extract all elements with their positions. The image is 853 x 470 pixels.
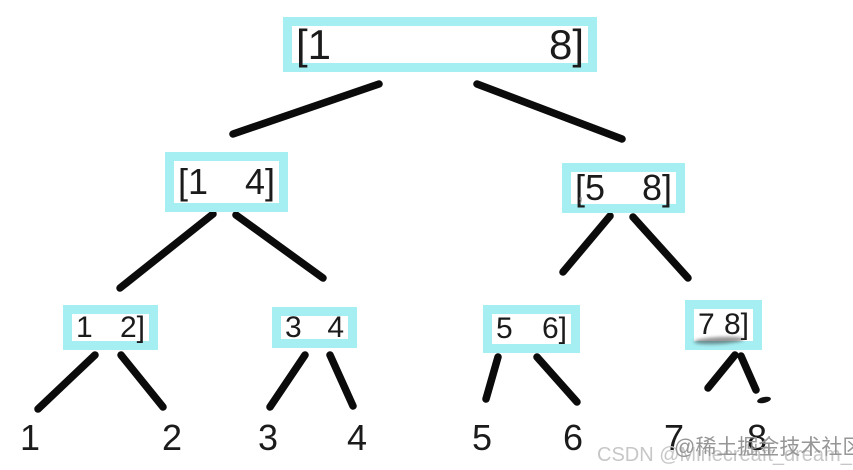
interval-right-endpoint: 6] — [541, 312, 567, 345]
interval-left-endpoint: 5 — [496, 312, 513, 345]
interval-right-endpoint: 4] — [244, 161, 275, 202]
tree-edge-interval-3-4-to-leaf-4 — [326, 351, 357, 410]
tree-edge-interval-1-4-to-interval-1-2 — [116, 210, 217, 292]
watermark-juejin: @稀土掘金技术社区 — [674, 436, 853, 459]
leaf-label-8: 8 — [746, 417, 768, 458]
tree-edge-interval-3-4-to-leaf-3 — [266, 351, 309, 411]
tree-node-interval-1-8: [1 8] — [283, 17, 597, 72]
tree-edge-interval-1-8-to-interval-5-8 — [473, 80, 626, 143]
interval-left-endpoint: 3 — [285, 310, 302, 344]
tree-edge-interval-5-6-to-leaf-5 — [482, 353, 502, 403]
leaf-label-4: 4 — [346, 417, 368, 458]
tree-edge-interval-5-8-to-interval-7-8 — [629, 213, 692, 282]
tree-node-interval-1-2: 1 2] — [63, 305, 158, 350]
interval-right-endpoint: 2] — [119, 310, 145, 344]
stray-dash-above-8-mark — [756, 395, 772, 405]
interval-right-endpoint: 4 — [327, 310, 344, 344]
watermark-csdn: CSDN @Minecreaft_dream_ — [597, 444, 852, 466]
tree-edge-interval-1-2-to-leaf-1 — [34, 351, 99, 413]
interval-left-endpoint: [1 — [296, 20, 332, 68]
leaf-label-6: 6 — [562, 417, 584, 458]
interval-right-endpoint: 8] — [641, 167, 672, 208]
tree-edge-interval-5-8-to-interval-5-6 — [559, 212, 614, 276]
interval-left-endpoint: 7 — [698, 308, 715, 341]
tree-node-interval-5-8: [5 8] — [562, 163, 685, 213]
leaf-label-5: 5 — [471, 417, 493, 458]
tree-edge-interval-1-2-to-leaf-2 — [117, 351, 167, 411]
leaf-label-1: 1 — [19, 417, 41, 458]
tree-edge-interval-7-8-to-leaf-8 — [737, 352, 760, 394]
tree-edge-interval-1-8-to-interval-1-4 — [229, 80, 383, 138]
faded-comma-5-8-mark: , — [577, 176, 585, 206]
interval-left-endpoint: [5 — [575, 167, 606, 208]
tree-edge-interval-7-8-to-leaf-7 — [704, 351, 739, 392]
tree-node-interval-1-4: [1 4] — [165, 152, 288, 212]
leaf-label-2: 2 — [161, 417, 183, 458]
interval-left-endpoint: [1 — [178, 161, 209, 202]
tree-node-interval-5-6: 5 6] — [483, 305, 580, 353]
interval-left-endpoint: 1 — [76, 310, 93, 344]
leaf-label-3: 3 — [257, 417, 279, 458]
tree-edge-interval-1-4-to-interval-3-4 — [232, 211, 327, 282]
interval-right-endpoint: 8] — [723, 308, 749, 341]
leaf-label-7: 7 — [663, 417, 685, 458]
tree-edge-interval-5-6-to-leaf-6 — [533, 353, 581, 406]
interval-right-endpoint: 8] — [548, 20, 584, 68]
